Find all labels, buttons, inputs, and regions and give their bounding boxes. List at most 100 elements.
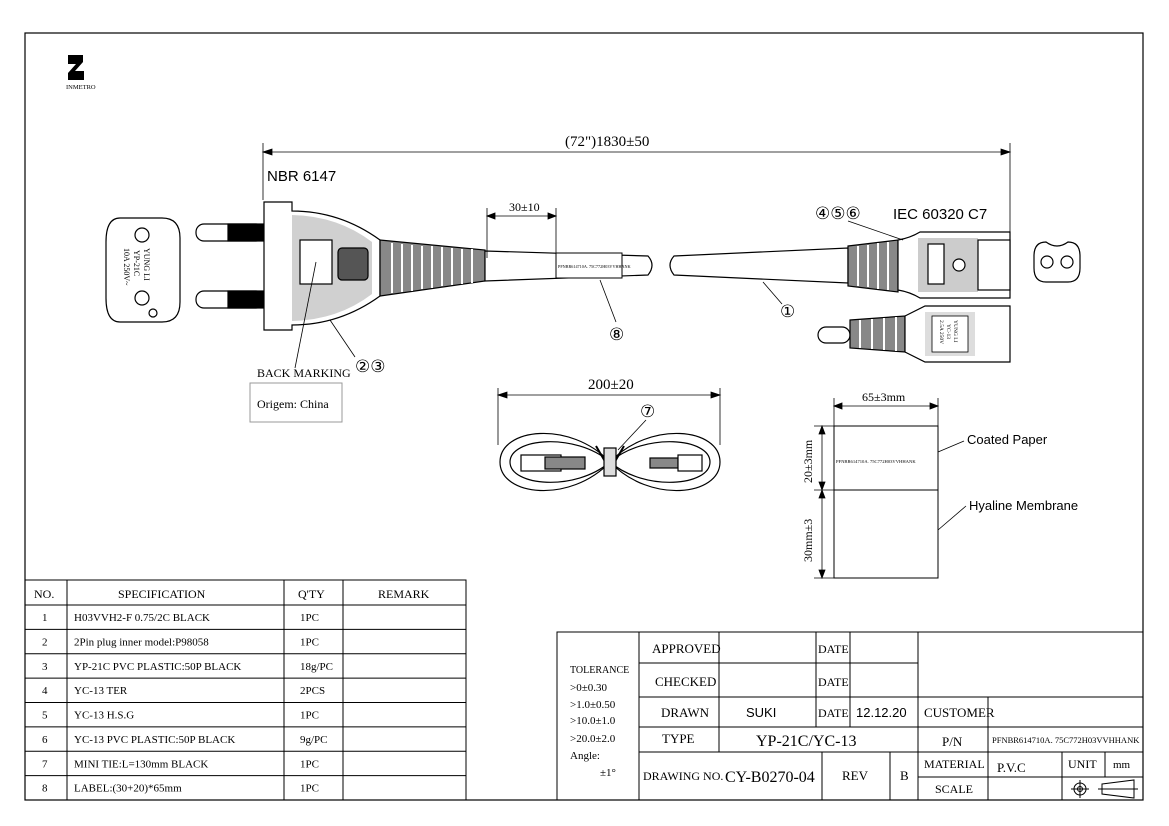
title-block-grid	[556, 631, 1144, 801]
bom-cell-qty: 2PCS	[300, 685, 325, 697]
tolerance-title: TOLERANCE	[570, 665, 629, 676]
material-label: MATERIAL	[924, 757, 985, 771]
bom-cell-no: 2	[42, 636, 48, 648]
bom-cell-no: 7	[42, 758, 48, 770]
bom-cell-qty: 18g/PC	[300, 661, 333, 673]
cable-leader	[762, 281, 783, 305]
label-membrane-height-label: 30mm±3	[801, 519, 815, 562]
callout-cable: ①	[780, 302, 795, 321]
bundled-cable-view	[499, 432, 721, 492]
tie-leader	[617, 419, 647, 451]
callout-tie: ⑦	[640, 402, 655, 421]
bom-cell-specification: YP-21C PVC PLASTIC:50P BLACK	[74, 661, 241, 673]
bom-cell-qty: 1PC	[300, 783, 319, 795]
bom-cell-specification: YC-13 TER	[74, 685, 128, 697]
bom-cell-qty: 1PC	[300, 636, 319, 648]
back-marking-leader	[294, 261, 317, 369]
approved-date-label: DATE	[818, 642, 849, 656]
back-marking-text: Origem: China	[257, 397, 329, 411]
back-marking-title: BACK MARKING	[257, 366, 351, 380]
strip-length-dimension	[485, 208, 558, 258]
bom-cell-no: 3	[42, 661, 48, 673]
bom-cell-specification: LABEL:(30+20)*65mm	[74, 783, 182, 795]
type-value: YP-21C/YC-13	[756, 733, 856, 750]
connector-standard-label: IEC 60320 C7	[893, 206, 987, 223]
plug-face-text: YUNG LI YP-21C 10A 250V~	[122, 248, 151, 286]
bom-cell-no: 4	[42, 685, 48, 697]
tolerance-line-1: >0±0.30	[570, 682, 607, 694]
title-block: TOLERANCE >0±0.30 >1.0±0.50 >10.0±1.0 >2…	[556, 631, 1144, 801]
plug-standard-label: NBR 6147	[267, 168, 336, 185]
cable	[484, 247, 849, 284]
label-detail-text: PFNBR614710A. 75C772H03VVHHANK	[836, 459, 916, 464]
inmetro-mark-icon	[68, 55, 84, 80]
bom-cell-qty: 1PC	[300, 710, 319, 722]
cable-label-sleeve: PFNBR614710A. 75C772H03VVHHANK	[555, 252, 631, 279]
inmetro-logo: INMETRO	[66, 55, 96, 91]
callout-connector-parts: ④⑤⑥	[815, 204, 861, 223]
label-width-dimension	[832, 398, 940, 426]
cable-label-text: PFNBR614710A. 75C772H03VVHHANK	[558, 264, 631, 269]
pn-label: P/N	[942, 734, 963, 749]
coated-paper-leader	[937, 440, 965, 453]
label-coated-paper	[833, 425, 939, 491]
bom-cell-no: 5	[42, 710, 48, 722]
bom-cell-specification: YC-13 PVC PLASTIC:50P BLACK	[74, 734, 235, 746]
bom-cell-no: 1	[42, 612, 48, 624]
drawing-no-label: DRAWING NO.	[643, 769, 723, 783]
unit-value: mm	[1113, 759, 1131, 771]
coated-paper-label: Coated Paper	[967, 432, 1048, 447]
label-leader	[599, 279, 617, 323]
connector-face-view	[1033, 241, 1081, 283]
hyaline-membrane-label: Hyaline Membrane	[969, 498, 1078, 513]
bom-cell-no: 6	[42, 734, 48, 746]
callout-label: ⑧	[609, 325, 624, 344]
total-length-dimension	[261, 143, 1012, 240]
unit-label: UNIT	[1068, 757, 1097, 771]
bom-cell-specification: 2Pin plug inner model:P98058	[74, 636, 209, 648]
drawn-value: SUKI	[746, 705, 776, 720]
connector-rating: 2.5A 250V	[938, 320, 944, 344]
inmetro-text: INMETRO	[66, 84, 96, 91]
total-length-label: (72")1830±50	[565, 134, 649, 150]
bom-table-grid	[24, 579, 467, 801]
plug-face-brand: YUNG LI	[142, 248, 151, 281]
bom-table: 1 H03VVH2-F 0.75/2C BLACK 1PC 2 2Pin plug in…	[24, 579, 467, 801]
drawn-label: DRAWN	[661, 705, 710, 720]
plug-face-model: YP-21C	[132, 250, 141, 276]
hyaline-membrane-leader	[937, 505, 967, 531]
connector-back-text: YUNG LI YC-13 2.5A 250V	[938, 320, 958, 344]
bom-header-qty: Q'TY	[298, 587, 325, 601]
tolerance-line-2: >1.0±0.50	[570, 699, 616, 711]
plug-face-view	[105, 217, 181, 323]
drawn-date-value: 12.12.20	[856, 705, 907, 720]
customer-label: CUSTOMER	[924, 705, 995, 720]
strip-length-label: 30±10	[509, 200, 540, 214]
label-width-label: 65±3mm	[862, 390, 906, 404]
bundle-length-dimension	[496, 388, 722, 445]
bom-cell-qty: 1PC	[300, 612, 319, 624]
checked-label: CHECKED	[655, 674, 716, 689]
rev-label: REV	[842, 768, 869, 783]
connector-back-view	[817, 305, 1011, 363]
bom-header-specification: SPECIFICATION	[118, 587, 206, 601]
tolerance-line-4: >20.0±2.0	[570, 733, 616, 745]
bom-rows: 1 H03VVH2-F 0.75/2C BLACK 1PC 2 2Pin plug in…	[25, 612, 466, 795]
rev-value: B	[900, 768, 909, 783]
bom-cell-qty: 9g/PC	[300, 734, 328, 746]
plug-face-rating: 10A 250V~	[122, 248, 131, 286]
bom-cell-specification: YC-13 H.S.G	[74, 710, 134, 722]
bom-header-remark: REMARK	[378, 587, 430, 601]
bom-cell-specification: H03VVH2-F 0.75/2C BLACK	[74, 612, 210, 624]
plug-parts-leader	[329, 319, 356, 358]
connector-brand: YUNG LI	[952, 320, 958, 343]
projection-symbol-icon	[1071, 779, 1138, 799]
bundle-length-label: 200±20	[588, 377, 634, 393]
connector-parts-leader	[847, 220, 904, 241]
scale-label: SCALE	[935, 782, 973, 796]
bom-header-no: NO.	[34, 587, 54, 601]
label-height-dimensions	[814, 424, 834, 580]
bom-cell-no: 8	[42, 783, 48, 795]
plug-side-view	[195, 201, 486, 331]
